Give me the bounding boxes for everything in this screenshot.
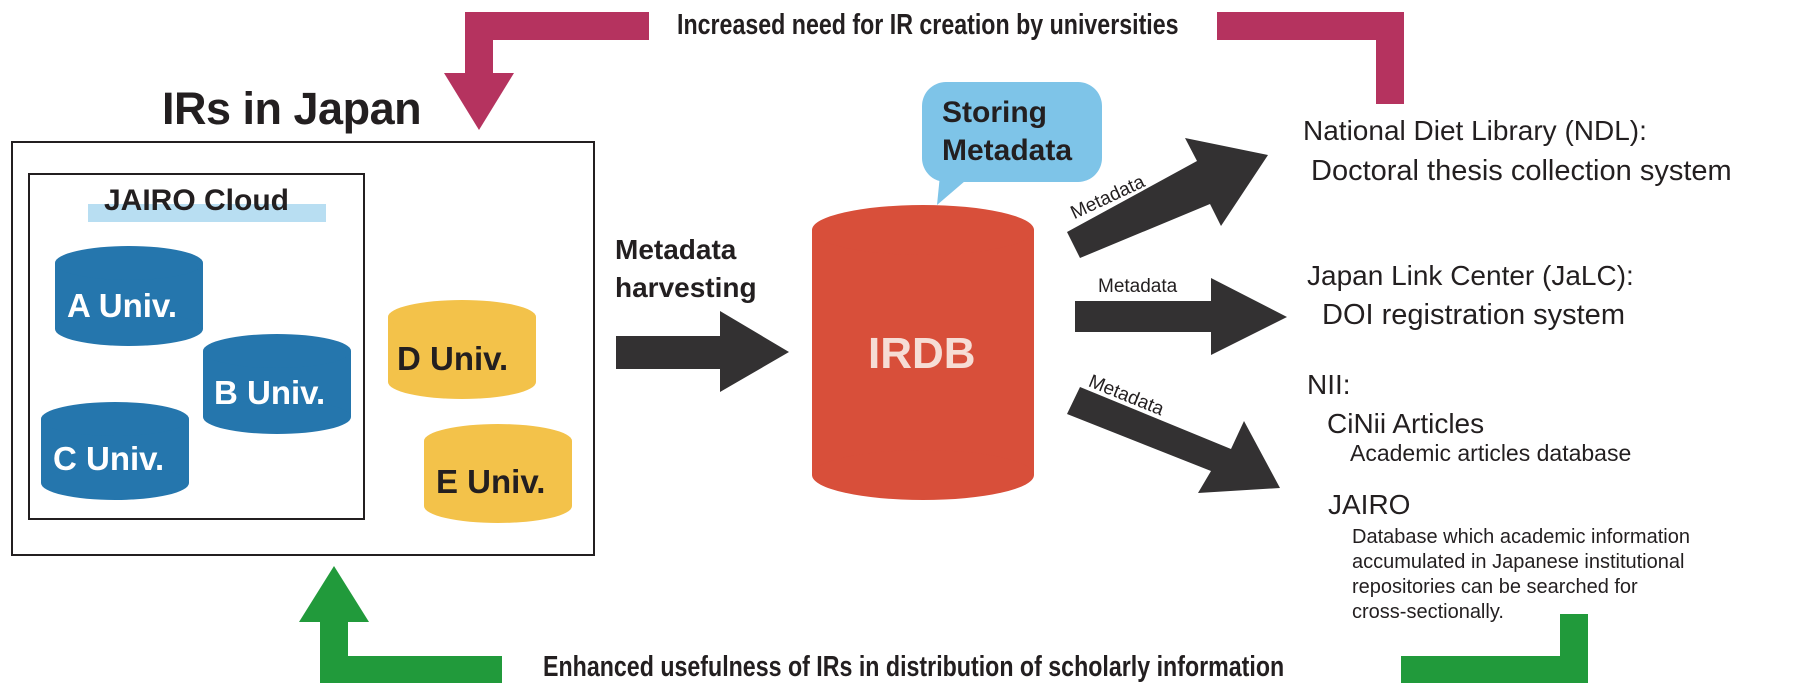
cylinder-d-univ — [388, 300, 536, 399]
ndl-subtitle: Doctoral thesis collection system — [1311, 155, 1732, 187]
irdb-cylinder — [812, 205, 1034, 500]
cylinder-b-univ — [203, 334, 351, 434]
jairo-desc-line4: cross-sectionally. — [1352, 601, 1504, 623]
cylinder-e-univ — [424, 424, 572, 523]
jairo-cloud-frame — [28, 173, 365, 520]
jairo-cloud-label: JAIRO Cloud — [104, 184, 289, 217]
cinii-name: CiNii Articles — [1327, 408, 1485, 439]
cylinder-a-univ — [55, 246, 203, 346]
bottom-feedback-arrow — [299, 566, 1588, 683]
jairo-desc-line3: repositories can be searched for — [1352, 576, 1638, 598]
irdb-label: IRDB — [868, 329, 976, 378]
univ-d-label: D Univ. — [397, 340, 509, 377]
univ-a-label: A Univ. — [67, 287, 178, 324]
storing-label-line1: Storing — [942, 96, 1047, 129]
cinii-desc: Academic articles database — [1350, 440, 1632, 466]
metadata-arrow-ndl — [1067, 138, 1268, 258]
harvest-label-line1: Metadata — [615, 234, 737, 265]
storing-label-line2: Metadata — [942, 134, 1073, 167]
univ-e-label: E Univ. — [436, 463, 546, 500]
jairo-cloud-band — [88, 204, 326, 222]
jairo-desc-line2: accumulated in Japanese institutional — [1352, 551, 1685, 573]
univ-c-label: C Univ. — [53, 440, 165, 477]
univ-b-label: B Univ. — [214, 374, 326, 411]
bottom-loop-label: Enhanced usefulness of IRs in distributi… — [543, 651, 1285, 683]
harvesting-arrow — [616, 311, 789, 392]
jalc-title: Japan Link Center (JaLC): — [1307, 260, 1634, 291]
jairo-name: JAIRO — [1328, 489, 1411, 520]
cylinder-c-univ — [41, 402, 189, 500]
top-feedback-arrow — [444, 12, 1404, 130]
harvest-label-line2: harvesting — [615, 272, 757, 303]
irs-frame — [11, 141, 595, 556]
storing-bubble — [922, 82, 1102, 205]
jalc-subtitle: DOI registration system — [1322, 299, 1625, 331]
nii-title: NII: — [1307, 369, 1351, 400]
jairo-desc-line1: Database which academic information — [1352, 526, 1690, 548]
metadata-arrow-jalc — [1075, 278, 1287, 355]
top-loop-label: Increased need for IR creation by univer… — [677, 9, 1179, 41]
irs-title: IRs in Japan — [162, 83, 422, 134]
metadata-arrow-nii — [1067, 387, 1280, 493]
metadata-label-jalc: Metadata — [1098, 276, 1178, 297]
ndl-title: National Diet Library (NDL): — [1303, 115, 1647, 146]
